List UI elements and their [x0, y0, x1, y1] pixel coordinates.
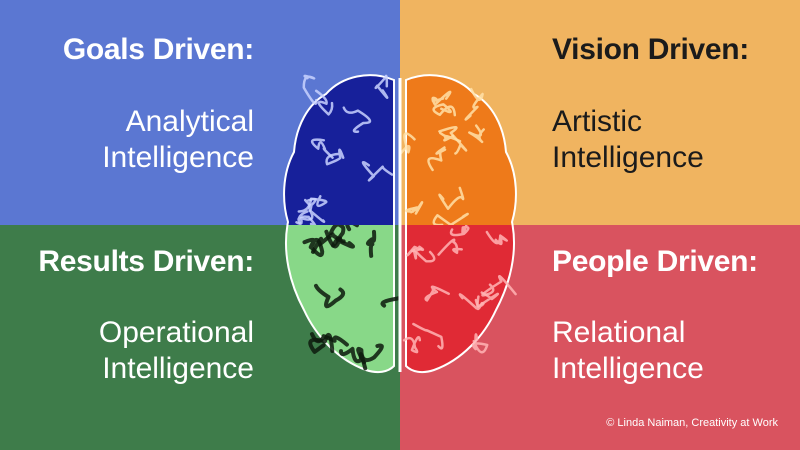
- quadrant-body: Relational Intelligence: [552, 315, 704, 387]
- quadrant-body: Analytical Intelligence: [102, 104, 254, 176]
- brain-fold: [438, 186, 465, 210]
- brain-fold: [374, 74, 389, 99]
- brain-fold: [464, 87, 484, 121]
- brain-fold: [432, 103, 457, 117]
- brain-fold: [400, 132, 416, 156]
- quadrant-heading: Goals Driven:: [62, 33, 254, 66]
- brain-fold: [302, 237, 325, 258]
- quadrant-heading: Vision Driven:: [552, 33, 749, 66]
- brain-fold: [308, 332, 335, 354]
- brain-fold: [365, 229, 377, 258]
- quadrant-body-line2: Intelligence: [102, 141, 254, 174]
- brain-fold: [402, 336, 422, 354]
- brain-fold: [310, 138, 334, 159]
- brain-fold: [324, 229, 355, 249]
- brain-fold: [361, 161, 394, 182]
- quadrant-body-line2: Intelligence: [552, 141, 704, 174]
- brain-fold: [431, 90, 452, 106]
- quadrant-heading: People Driven:: [552, 245, 758, 278]
- quadrant-body-line2: Intelligence: [102, 352, 254, 385]
- brain-fold: [314, 283, 346, 309]
- brain-fold: [314, 89, 334, 116]
- brain-fold: [411, 247, 436, 263]
- brain-fold: [485, 230, 509, 246]
- brain-fold: [412, 322, 444, 350]
- copyright-notice: © Linda Naiman, Creativity at Work: [606, 417, 778, 429]
- brain-fold: [427, 146, 447, 172]
- brain-fold: [468, 124, 485, 144]
- quadrant-body: Operational Intelligence: [99, 315, 254, 387]
- brain-fold: [437, 238, 463, 256]
- brain-fold: [325, 148, 345, 166]
- brain-fold: [406, 245, 425, 260]
- brain-fold: [481, 274, 517, 297]
- brain-fold: [432, 212, 469, 225]
- brain-folds: [295, 74, 517, 371]
- brain-fold: [424, 285, 450, 302]
- brain-fold: [380, 296, 400, 308]
- brain-fold: [356, 343, 384, 365]
- quadrant-body-line1: Analytical: [125, 105, 254, 138]
- quadrant-body-line1: Relational: [552, 316, 686, 349]
- brain-fold: [297, 195, 328, 213]
- brain-fold: [439, 131, 462, 143]
- quadrant-body-line1: Operational: [98, 316, 254, 349]
- brain-fold: [474, 291, 500, 308]
- brain-fold: [438, 125, 468, 155]
- brain-illustration-icon: [283, 74, 517, 374]
- brain-fold: [405, 201, 424, 215]
- brain-fold: [342, 106, 372, 133]
- quadrant-body: Artistic Intelligence: [552, 104, 704, 176]
- quadrant-heading: Results Driven:: [38, 245, 254, 278]
- brain-fold: [471, 333, 489, 354]
- quadrant-body-line1: Artistic: [552, 105, 642, 138]
- brain-fold: [297, 210, 317, 225]
- brain-fold: [449, 225, 470, 237]
- quadrant-body-line2: Intelligence: [552, 352, 704, 385]
- brain-fold: [302, 74, 318, 105]
- brain-fold: [295, 209, 326, 225]
